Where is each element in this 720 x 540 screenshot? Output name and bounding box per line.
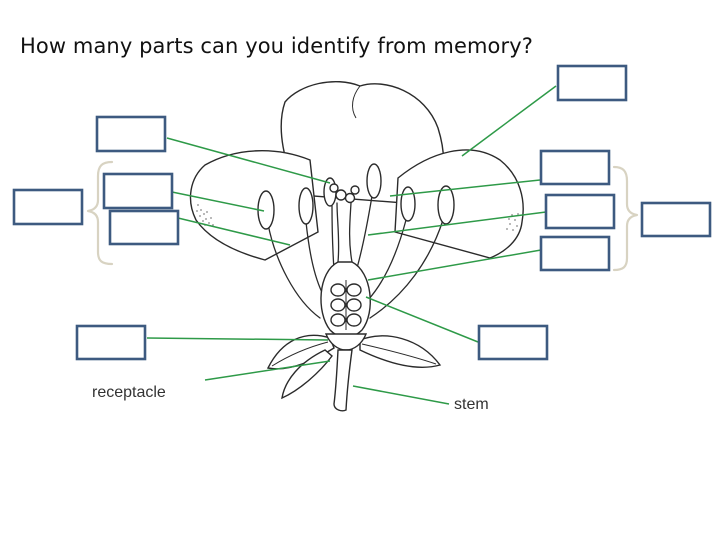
receptacle-label: receptacle <box>92 384 166 401</box>
right-brace <box>612 165 639 272</box>
stamens <box>257 163 455 319</box>
answer-box-left-group-a[interactable] <box>102 172 174 210</box>
right-petal-shading <box>506 213 519 231</box>
stem-label: stem <box>454 396 489 413</box>
left-petal <box>189 150 319 261</box>
leader-lines <box>146 85 557 405</box>
pistil <box>320 183 371 339</box>
answer-box-upper-left[interactable] <box>95 115 167 153</box>
flower-drawing <box>189 80 524 412</box>
answer-boxes <box>12 64 712 361</box>
page-title: How many parts can you identify from mem… <box>20 34 533 58</box>
sepal-right <box>359 335 442 368</box>
stem-shape <box>333 349 353 412</box>
answer-box-lower-left[interactable] <box>75 324 147 361</box>
answer-box-right-group-a[interactable] <box>539 149 611 186</box>
answer-box-right-group-b[interactable] <box>544 193 616 230</box>
right-petal <box>394 149 524 259</box>
answer-box-right-group-total[interactable] <box>640 201 712 238</box>
left-brace <box>86 160 114 266</box>
answer-box-left-group-total[interactable] <box>12 188 84 226</box>
left-petal-shading <box>196 204 214 226</box>
answer-box-right-group-c[interactable] <box>539 235 611 272</box>
answer-box-left-group-b[interactable] <box>108 209 180 246</box>
answer-box-lower-right[interactable] <box>477 324 549 361</box>
answer-box-top-right[interactable] <box>556 64 628 102</box>
